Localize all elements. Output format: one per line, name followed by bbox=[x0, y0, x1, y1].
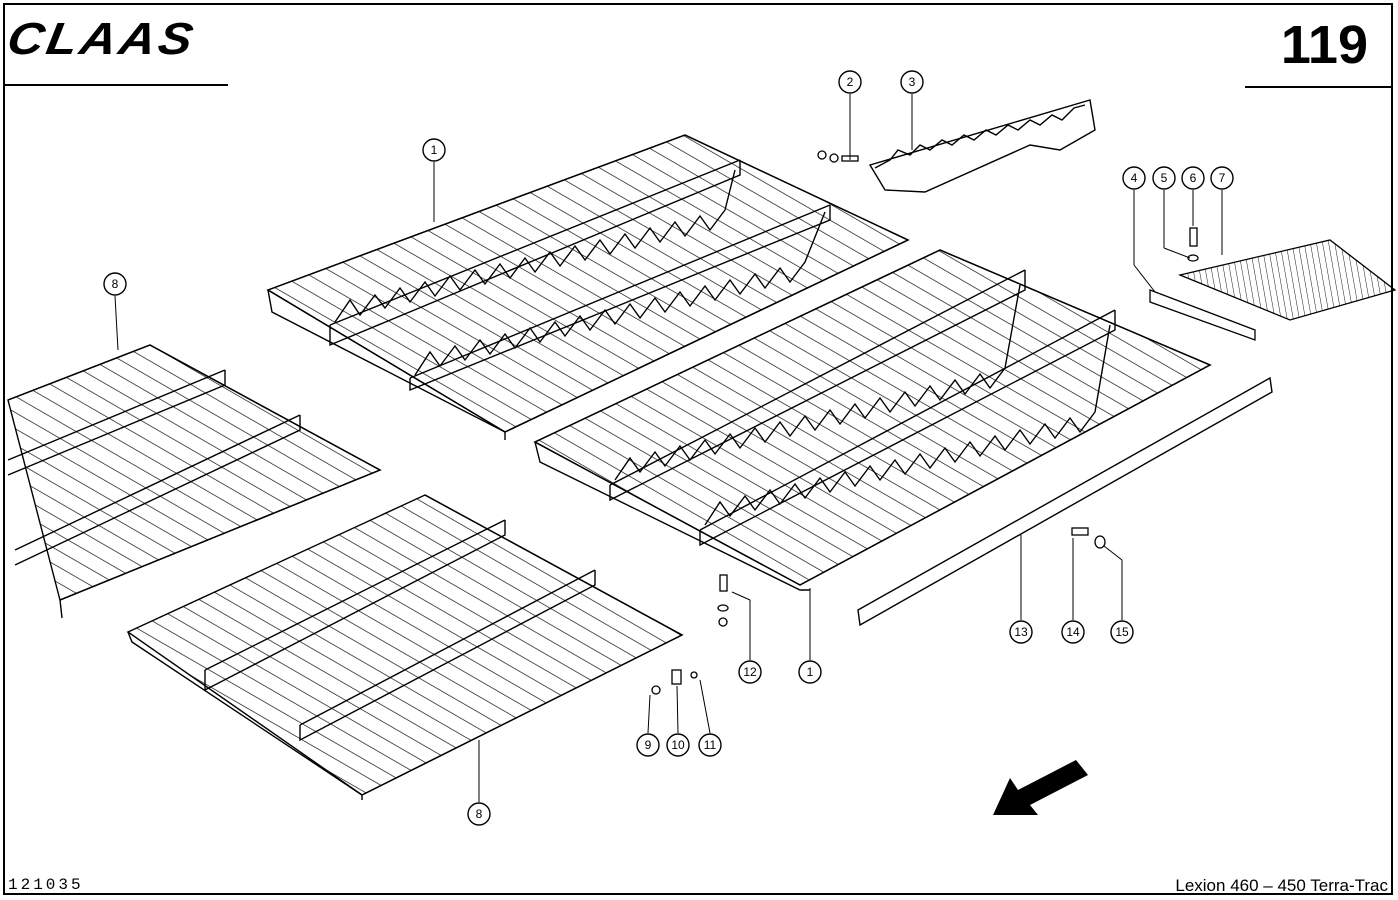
drawing-frame bbox=[3, 3, 1393, 895]
finger-grate bbox=[1149, 239, 1397, 341]
svg-text:12: 12 bbox=[743, 665, 757, 679]
svg-text:1: 1 bbox=[431, 143, 438, 157]
callout-10: 10 bbox=[666, 733, 690, 757]
page-number: 119 bbox=[1280, 15, 1368, 75]
callout-5: 5 bbox=[1152, 166, 1176, 190]
callout-15: 15 bbox=[1110, 620, 1134, 644]
svg-text:3: 3 bbox=[909, 75, 916, 89]
svg-text:14: 14 bbox=[1066, 625, 1080, 639]
callout-8a: 8 bbox=[103, 272, 127, 296]
callout-4: 4 bbox=[1122, 166, 1146, 190]
svg-text:5: 5 bbox=[1161, 171, 1168, 185]
svg-text:8: 8 bbox=[112, 277, 119, 291]
sieve-panel-left bbox=[7, 344, 382, 619]
callout-6: 6 bbox=[1181, 166, 1205, 190]
serrated-strip bbox=[868, 99, 1096, 193]
svg-text:2: 2 bbox=[847, 75, 854, 89]
svg-text:11: 11 bbox=[704, 738, 717, 752]
sieve-panel-upper bbox=[266, 134, 910, 440]
callout-1b: 1 bbox=[798, 660, 822, 684]
leader-lines bbox=[114, 94, 1223, 802]
direction-arrow-icon bbox=[993, 760, 1088, 815]
callout-8b: 8 bbox=[467, 802, 491, 826]
header-rule-right bbox=[1245, 86, 1391, 88]
sieve-panel-lower bbox=[126, 494, 684, 800]
callout-13: 13 bbox=[1009, 620, 1033, 644]
svg-text:6: 6 bbox=[1190, 171, 1197, 185]
svg-text:15: 15 bbox=[1115, 625, 1129, 639]
callout-7: 7 bbox=[1210, 166, 1234, 190]
fasteners bbox=[651, 150, 1199, 695]
callout-14: 14 bbox=[1061, 620, 1085, 644]
header-rule-left bbox=[4, 84, 228, 86]
model-label: Lexion 460 – 450 Terra-Trac bbox=[1175, 876, 1388, 895]
svg-text:13: 13 bbox=[1014, 625, 1028, 639]
long-rail bbox=[857, 376, 1273, 627]
svg-text:10: 10 bbox=[671, 738, 685, 752]
callout-9: 9 bbox=[636, 733, 660, 757]
svg-text:9: 9 bbox=[645, 738, 652, 752]
sieve-panel-middle bbox=[533, 249, 1212, 591]
svg-text:8: 8 bbox=[476, 807, 483, 821]
svg-text:4: 4 bbox=[1131, 171, 1138, 185]
callout-2: 2 bbox=[838, 70, 862, 94]
callout-12: 12 bbox=[738, 660, 762, 684]
callout-3: 3 bbox=[900, 70, 924, 94]
svg-text:1: 1 bbox=[807, 665, 814, 679]
callout-1a: 1 bbox=[422, 138, 446, 162]
callout-11: 11 bbox=[698, 733, 722, 757]
document-number: 121035 bbox=[8, 876, 84, 894]
svg-text:7: 7 bbox=[1219, 171, 1226, 185]
